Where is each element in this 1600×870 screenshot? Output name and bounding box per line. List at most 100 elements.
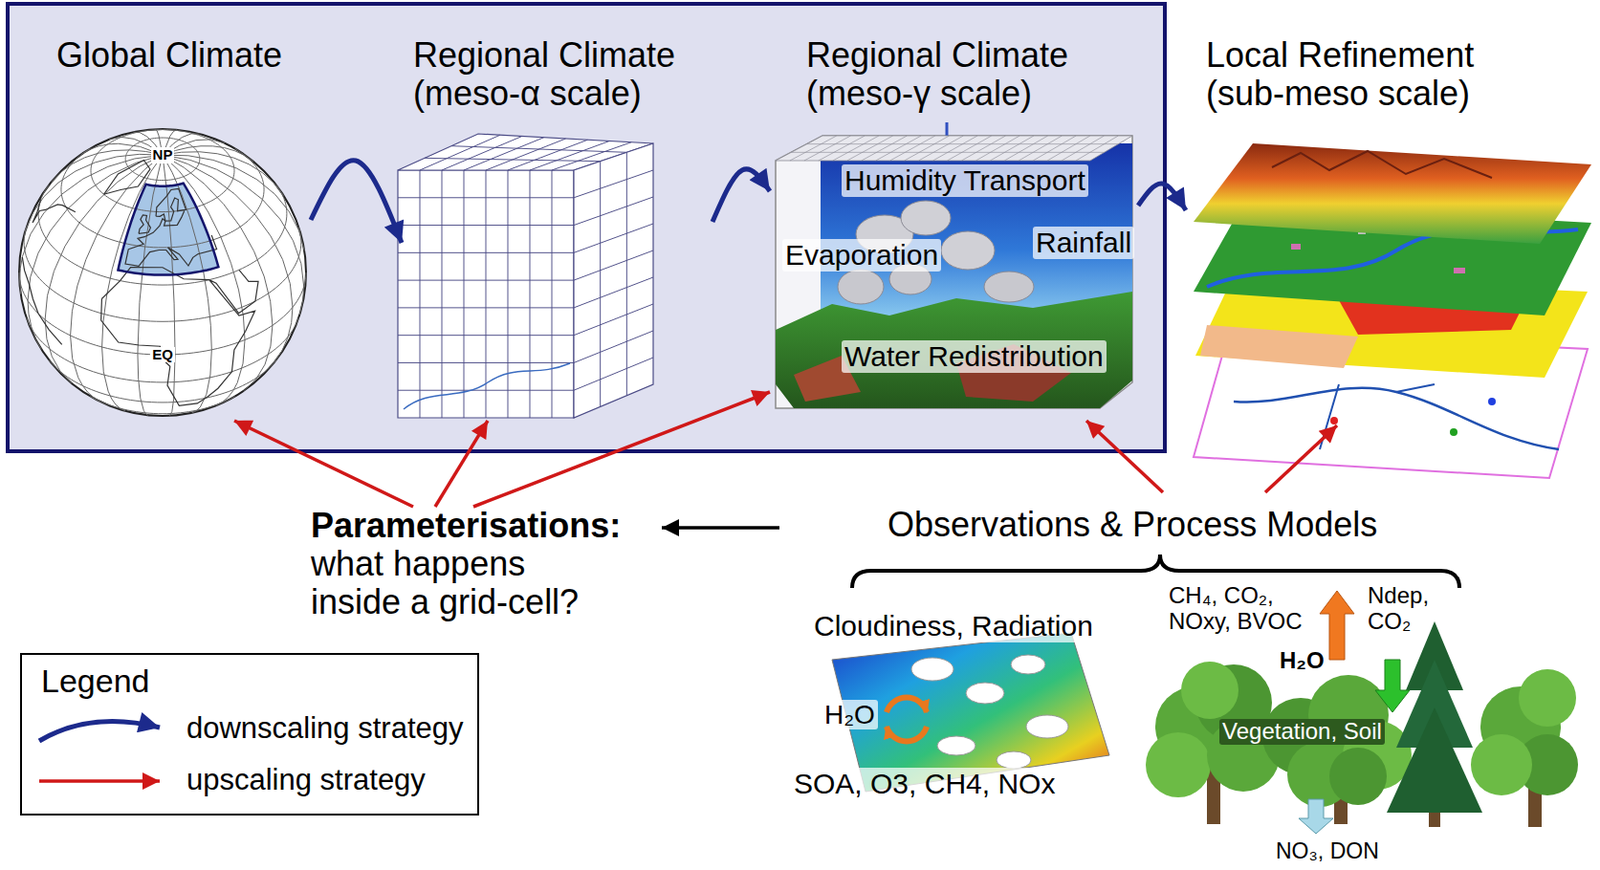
process-label: Rainfall <box>1032 226 1135 260</box>
grid-box <box>573 357 654 391</box>
model-grid <box>904 135 950 161</box>
chemistry-plot <box>1026 715 1069 739</box>
legend-box: Legend downscaling strategy upscaling stra… <box>20 653 480 816</box>
text-holder: upscaling strategy <box>186 764 426 798</box>
tree-picture <box>1298 799 1334 834</box>
legend-sample <box>33 708 177 753</box>
grid-box <box>441 170 443 418</box>
text-holder: Parameterisations: <box>310 506 621 546</box>
model-domain <box>775 135 1133 409</box>
globe-figure <box>117 183 219 276</box>
grid-box <box>397 224 574 226</box>
map-layers <box>1319 384 1435 450</box>
grid-box <box>573 223 654 253</box>
connector <box>310 160 402 243</box>
model-grid <box>847 135 894 161</box>
grid-box <box>403 363 570 410</box>
legend-title: Legend <box>41 662 150 700</box>
species-label: SOA, O3, CH4, NOx <box>790 767 1058 801</box>
grid-box <box>424 157 601 161</box>
text-holder: Ndep, CO₂ <box>1367 583 1445 636</box>
grid-box <box>397 280 574 282</box>
text-holder: CH₄, CO₂, NOxy, BVOC <box>1168 583 1322 636</box>
grid-box <box>397 390 574 392</box>
connector <box>473 392 770 507</box>
text-holder: Regional Climate (meso-γ scale) <box>806 36 1098 114</box>
grid-box <box>529 170 531 418</box>
grid-box <box>463 170 465 418</box>
tree-picture <box>1386 707 1483 813</box>
map-layers <box>1330 416 1338 425</box>
tree-picture <box>1329 747 1387 806</box>
model-domain <box>941 231 995 270</box>
legend-row: upscaling strategy <box>21 760 478 805</box>
model-grid <box>1075 135 1118 161</box>
connector-group <box>234 160 1337 528</box>
note-text: what happens inside a grid-cell? <box>310 545 598 623</box>
connector <box>234 420 414 507</box>
text-holder: Local Refinement (sub-meso scale) <box>1205 36 1493 114</box>
grid-box <box>397 133 654 418</box>
globe-figure <box>19 129 307 417</box>
grid-box <box>573 330 654 363</box>
scope-band <box>7 3 1165 452</box>
grid-box <box>419 134 501 171</box>
grid-box <box>397 334 574 336</box>
tree-picture <box>1470 734 1533 796</box>
grid-box <box>397 170 574 418</box>
model-grid <box>890 135 936 161</box>
chemistry-plot <box>937 736 976 756</box>
process-label: Water Redistribution <box>841 340 1107 373</box>
grid-box <box>419 170 421 418</box>
connector <box>712 169 770 222</box>
legend-row: downscaling strategy <box>21 708 478 753</box>
text-holder: Cloudiness, Radiation <box>810 610 1096 643</box>
globe-figure <box>117 183 219 276</box>
text-holder: EQ <box>150 347 176 364</box>
map-layers <box>1200 325 1359 369</box>
grid-box <box>397 306 574 308</box>
text-holder: Vegetation, Soil <box>1219 719 1385 746</box>
grid-box <box>507 139 588 171</box>
model-grid <box>1032 135 1076 161</box>
model-domain <box>837 269 884 305</box>
text-holder: H₂O <box>821 700 878 730</box>
pole-label: NP <box>151 147 176 164</box>
model-grid <box>775 135 1133 161</box>
model-grid <box>832 135 879 161</box>
chemistry-plot <box>965 682 1005 704</box>
text-holder: H₂O <box>1276 648 1328 675</box>
panel-title: Regional Climate (meso-α scale) <box>413 36 705 114</box>
grid-box <box>441 136 523 172</box>
legend-text: downscaling strategy <box>186 712 464 746</box>
text-holder: NP <box>151 147 176 164</box>
grid-box <box>463 137 545 171</box>
chemistry-plot <box>1010 655 1046 675</box>
grid-box <box>573 277 654 308</box>
model-grid <box>975 135 1020 161</box>
legend-text: upscaling strategy <box>186 764 426 798</box>
map-layers <box>1193 143 1592 244</box>
connector <box>435 420 488 507</box>
flux-label: H₂O <box>1276 648 1328 675</box>
panel-title: Local Refinement (sub-meso scale) <box>1205 36 1493 114</box>
flux-label: NO₃, DON <box>1275 839 1380 865</box>
process-panel: CH₄, CO₂, NOxy, BVOC Ndep, CO₂ H₂O Vegetati… <box>1142 573 1579 869</box>
process-label: Cloudiness, Radiation <box>810 610 1096 643</box>
connector <box>661 526 780 530</box>
panel-title: Global Climate <box>56 36 283 75</box>
note-block: Parameterisations:what happens inside a … <box>307 506 662 627</box>
text-holder: Observations & Process Models <box>887 505 1378 545</box>
model-domain <box>775 122 1133 409</box>
connector <box>1138 183 1186 211</box>
text-holder: downscaling strategy <box>186 712 464 746</box>
connector <box>1086 420 1163 493</box>
text-holder: Humidity Transport <box>841 164 1089 198</box>
text-holder: Water Redistribution <box>841 340 1107 373</box>
globe-figure <box>19 129 307 417</box>
flux-label: Ndep, CO₂ <box>1367 583 1445 636</box>
scale-panel: Local Refinement (sub-meso scale) <box>1185 36 1596 426</box>
flux-label: CH₄, CO₂, NOxy, BVOC <box>1168 583 1322 636</box>
grid-box <box>573 170 654 198</box>
model-grid <box>961 135 1006 161</box>
